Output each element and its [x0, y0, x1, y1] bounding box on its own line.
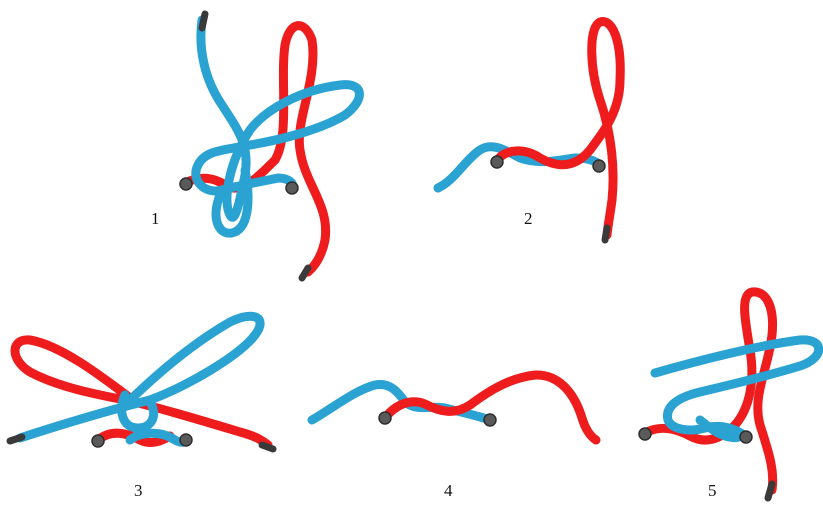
step-1-blue-lace — [191, 15, 364, 222]
step-2-eyelet-right — [592, 159, 606, 173]
step-5-red-aglet — [764, 480, 776, 502]
step-5-blue-loop — [650, 335, 823, 441]
step-1-red-aglet — [298, 264, 312, 282]
step-3-illustration — [6, 311, 277, 453]
step-3-knot-center — [117, 390, 158, 433]
step-1-blue-lower-loop — [211, 165, 253, 238]
step-5-illustration — [638, 287, 823, 502]
step-1-label: 1 — [151, 209, 160, 228]
step-4-eyelet-right — [483, 413, 497, 427]
step-5-eyelet-left — [638, 427, 652, 441]
step-4-eyelet-left — [378, 411, 392, 425]
step-1-eyelet-left — [179, 177, 193, 191]
step-3-eyelet-right — [179, 433, 193, 447]
step-1-blue-aglet — [198, 10, 209, 32]
step-1-illustration — [179, 10, 364, 282]
step-3-blue-aglet — [6, 433, 26, 445]
step-3-eyelet-left — [91, 434, 105, 448]
step-2-illustration — [433, 17, 625, 244]
step-4-illustration — [307, 370, 601, 445]
step-5-eyelet-right — [739, 430, 753, 444]
step-1-eyelet-right — [285, 181, 299, 195]
step-5-red-lace — [640, 287, 778, 495]
step-2-label: 2 — [524, 209, 533, 228]
step-3-red-bottom — [93, 428, 175, 448]
step-2-red-lace — [491, 17, 625, 240]
step-3-label: 3 — [134, 481, 143, 500]
step-5-label: 5 — [708, 481, 717, 500]
step-2-red-aglet — [601, 224, 611, 244]
step-3-red-aglet — [258, 441, 277, 453]
step-3-red-loop — [10, 335, 273, 450]
step-5-blue-knot — [695, 415, 747, 442]
step-4-red-lace — [380, 370, 601, 445]
step-3-blue-loop — [15, 311, 265, 443]
step-2-eyelet-left — [490, 155, 504, 169]
step-4-label: 4 — [444, 481, 453, 500]
